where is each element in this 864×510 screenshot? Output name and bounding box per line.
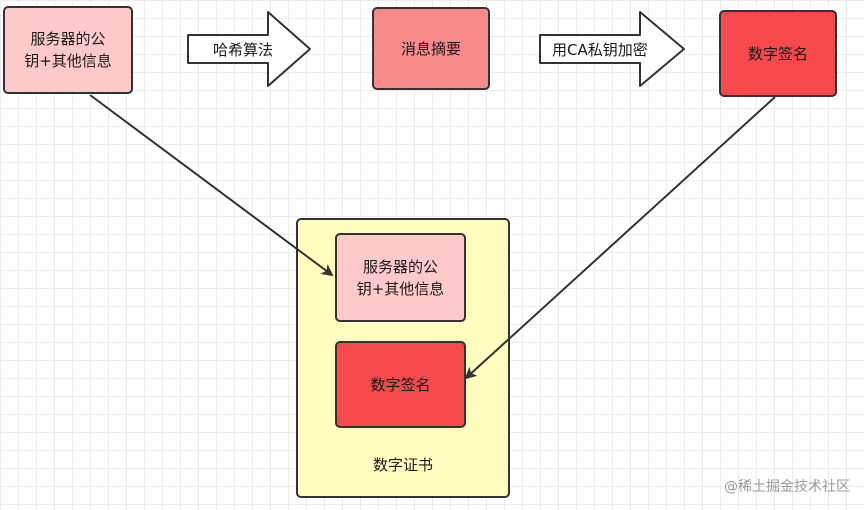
- cert-digital-signature-node: 数字签名: [335, 341, 466, 428]
- hash-arrow-label: 哈希算法: [213, 41, 274, 59]
- digital-signature-node: 数字签名: [719, 10, 837, 97]
- certificate-label: 数字证书: [372, 456, 433, 474]
- message-digest-node: 消息摘要: [372, 7, 490, 90]
- watermark: @稀土掘金技术社区: [724, 479, 850, 495]
- connector-signature: [464, 96, 776, 380]
- server-info-node: 服务器的公 钥+其他信息: [3, 6, 133, 94]
- connector-server-info: [89, 94, 334, 277]
- cert-server-info-node: 服务器的公 钥+其他信息: [335, 233, 466, 322]
- encrypt-block-arrow: [539, 11, 685, 87]
- hash-block-arrow: [187, 11, 311, 87]
- encrypt-arrow-label: 用CA私钥加密: [552, 41, 648, 59]
